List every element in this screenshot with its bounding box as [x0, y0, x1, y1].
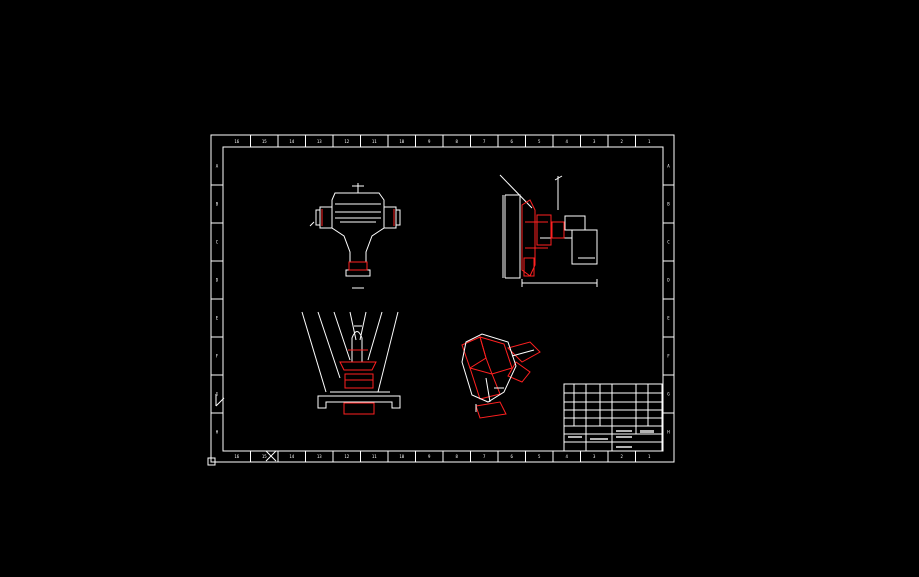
zone-label: G — [216, 392, 219, 397]
zone-label: A — [667, 164, 670, 169]
zone-label: 16 — [234, 139, 239, 144]
zone-label: 10 — [399, 454, 404, 459]
zone-label: 1 — [648, 139, 651, 144]
zone-label: 9 — [428, 139, 431, 144]
zone-labels: 1616151514141313121211111010998877665544… — [216, 139, 671, 459]
zone-label: 7 — [483, 139, 486, 144]
ucs-icon — [215, 394, 225, 407]
zone-label: 12 — [344, 454, 349, 459]
title-block-fill — [568, 430, 654, 448]
zone-label: 16 — [234, 454, 239, 459]
zone-label: A — [216, 164, 219, 169]
zone-label: 15 — [262, 454, 267, 459]
isometric-view — [461, 333, 541, 419]
zone-label: 8 — [456, 139, 459, 144]
zone-label: C — [667, 240, 670, 245]
origin-marker-icon — [207, 457, 216, 466]
zone-label: 5 — [538, 454, 541, 459]
zone-label: F — [667, 354, 670, 359]
zone-label: 14 — [289, 139, 294, 144]
zone-label: 11 — [372, 454, 377, 459]
zone-label: D — [667, 278, 670, 283]
front-view — [309, 183, 401, 289]
zone-label: 15 — [262, 139, 267, 144]
zone-label: 8 — [456, 454, 459, 459]
zone-label: 13 — [317, 454, 322, 459]
zone-label: 4 — [566, 139, 569, 144]
zone-label: 7 — [483, 454, 486, 459]
zone-label: 12 — [344, 139, 349, 144]
assembly-section-view — [301, 311, 401, 415]
zone-label: 9 — [428, 454, 431, 459]
zone-label: 1 — [648, 454, 651, 459]
zone-label: H — [216, 430, 219, 435]
zone-label: H — [667, 430, 670, 435]
zone-label: 5 — [538, 139, 541, 144]
side-section-view — [499, 174, 598, 287]
zone-label: 2 — [621, 454, 624, 459]
crosshair-icon — [265, 450, 277, 462]
zone-label: 10 — [399, 139, 404, 144]
zone-label: G — [667, 392, 670, 397]
zone-label: 13 — [317, 139, 322, 144]
zone-label: 3 — [593, 139, 596, 144]
zone-label: D — [216, 278, 219, 283]
zone-label: 4 — [566, 454, 569, 459]
zone-label: 3 — [593, 454, 596, 459]
zone-label: F — [216, 354, 219, 359]
zone-tick-marks — [211, 135, 674, 462]
zone-label: B — [667, 202, 670, 207]
zone-label: 14 — [289, 454, 294, 459]
zone-label: E — [667, 316, 670, 321]
zone-label: 11 — [372, 139, 377, 144]
zone-label: B — [216, 202, 219, 207]
zone-label: 6 — [511, 139, 514, 144]
zone-label: 6 — [511, 454, 514, 459]
zone-label: 2 — [621, 139, 624, 144]
zone-label: E — [216, 316, 219, 321]
zone-label: C — [216, 240, 219, 245]
title-block — [563, 383, 663, 452]
